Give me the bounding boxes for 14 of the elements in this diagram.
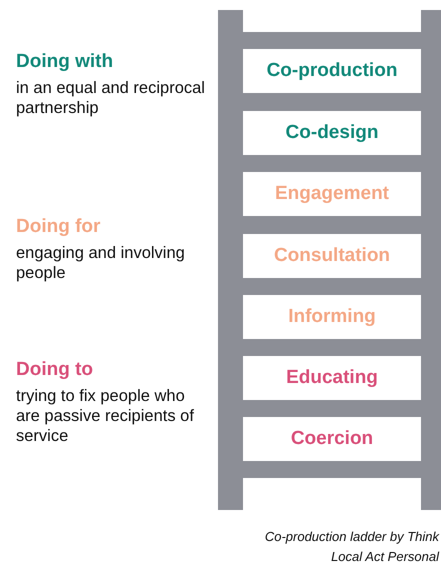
group-description: engaging and involving people bbox=[16, 243, 186, 283]
group-heading: Doing to bbox=[16, 360, 94, 380]
rung-label: Consultation bbox=[274, 245, 390, 267]
caption: Co-production ladder by Think Local Act Personal bbox=[264, 528, 439, 566]
rung-label: Coercion bbox=[290, 428, 374, 450]
group-heading: Doing for bbox=[16, 217, 102, 237]
rung-label: Informing bbox=[288, 306, 376, 328]
rung-label: Co-design bbox=[286, 122, 378, 144]
rung-label: Co-production bbox=[266, 60, 398, 82]
group-description: in an equal and reciprocal partnership bbox=[16, 78, 206, 118]
group-heading: Doing with bbox=[16, 52, 114, 72]
rung-label: Educating bbox=[286, 367, 378, 389]
group-description: trying to fix people who are passive recipients of service bbox=[16, 386, 195, 446]
rung-label: Engagement bbox=[274, 183, 390, 205]
